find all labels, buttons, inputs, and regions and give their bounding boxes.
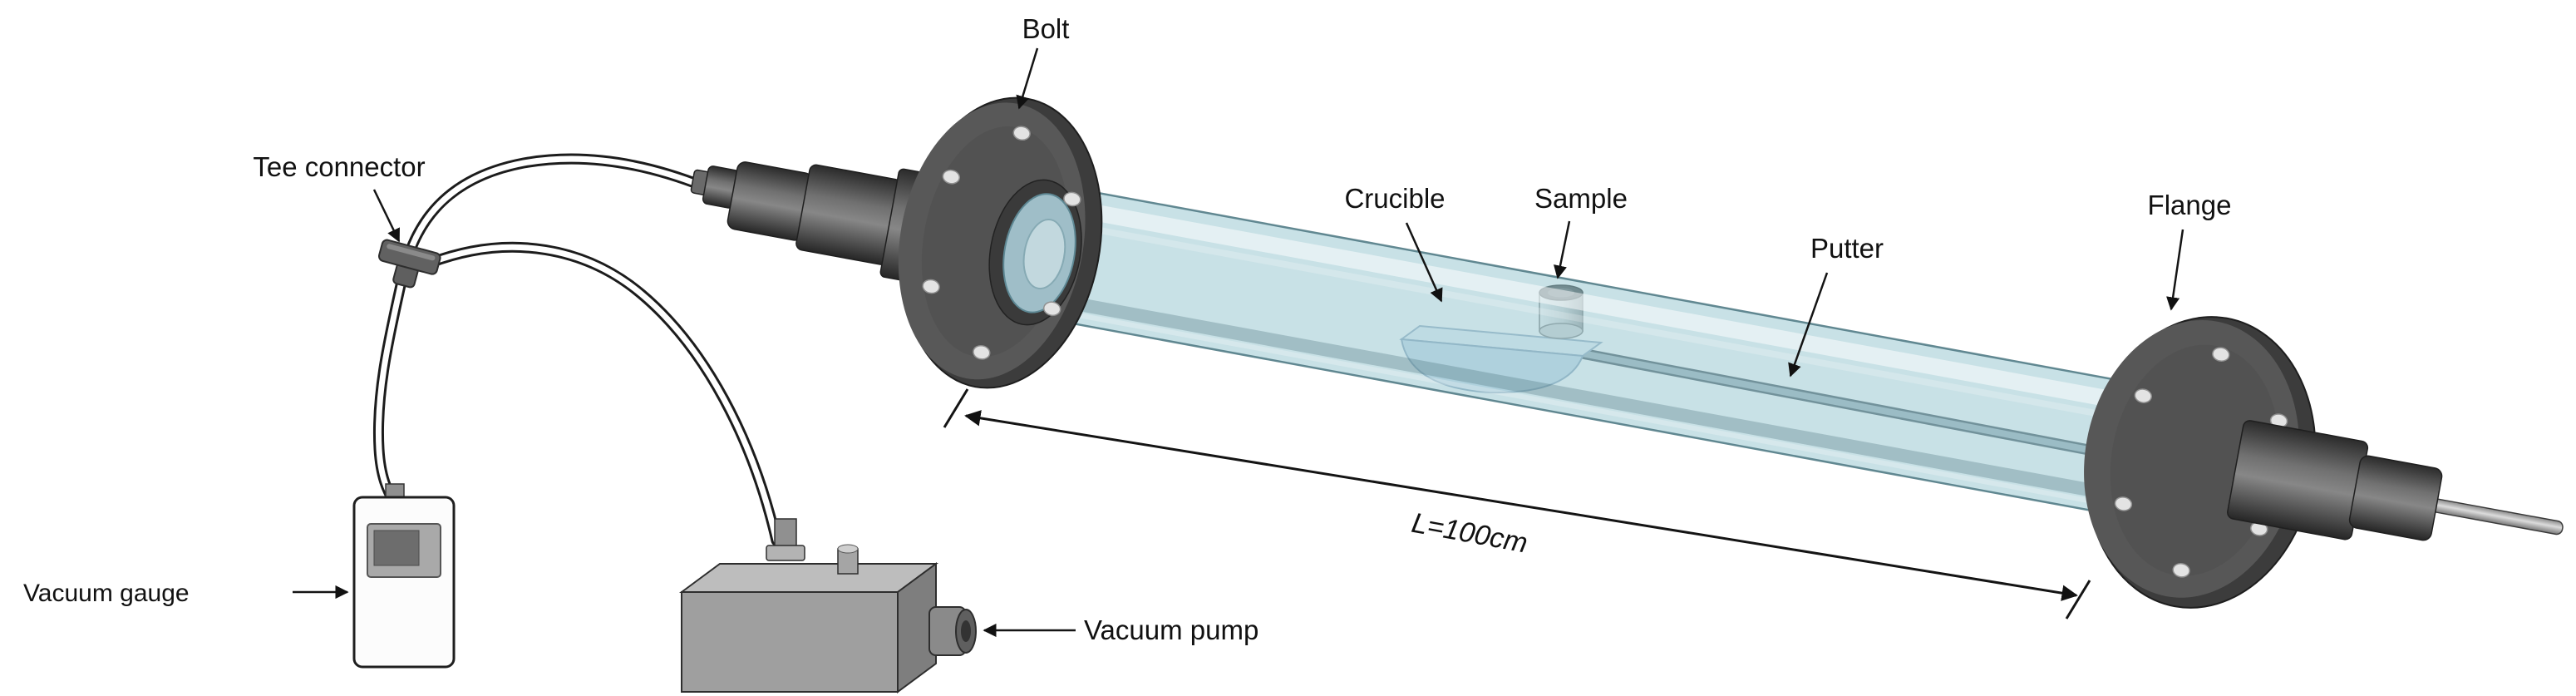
- tee-connector-label: Tee connector: [253, 151, 425, 182]
- dimension-arrow-line: [964, 410, 2078, 601]
- sample-label: Sample: [1534, 183, 1628, 214]
- pump-nozzle-bore: [961, 620, 971, 642]
- bolt-hole: [1042, 301, 1061, 317]
- dimension-tick-left: [943, 388, 969, 428]
- bolt-hole: [1063, 191, 1081, 207]
- bolt-hole: [1012, 126, 1031, 141]
- pump-top-face: [678, 563, 939, 593]
- pump-port-2-top: [837, 544, 859, 554]
- pump-front-face: [681, 591, 899, 693]
- hose-tee-to-endcap-inner: [406, 155, 707, 258]
- tee-connector-leader-arrow: [372, 189, 401, 243]
- sample-leader-arrow: [1553, 220, 1571, 279]
- crucible-label: Crucible: [1344, 183, 1445, 214]
- putter-leader-arrow: [1788, 272, 1829, 378]
- glass-tube-highlight-2: [1017, 212, 2192, 434]
- bolt-label: Bolt: [1022, 13, 1070, 44]
- right-end-cap: [2227, 420, 2564, 541]
- gauge-screen: [373, 530, 420, 566]
- bolt-hole: [2172, 563, 2190, 578]
- bolt-leader-arrow: [1016, 47, 1039, 110]
- bolt-hole: [922, 279, 940, 294]
- bolt-hole: [942, 169, 961, 185]
- glass-tube: [990, 178, 2207, 527]
- bolt-hole: [2134, 388, 2152, 403]
- flange-leader-arrow: [2166, 229, 2184, 311]
- hose-tee-to-pump-inner: [427, 244, 780, 544]
- putter-label: Putter: [1810, 233, 1884, 264]
- callout-labels: Bolt Tee connector Crucible Sample Putte…: [23, 13, 2231, 645]
- left-flange: [898, 96, 1103, 389]
- flange-label: Flange: [2148, 190, 2232, 220]
- bolt-hole: [2212, 347, 2230, 362]
- tee-highlight: [387, 244, 436, 261]
- vacuum-hoses: [372, 153, 782, 546]
- bolt-hole: [2114, 496, 2133, 511]
- gauge-body: [352, 496, 456, 669]
- vacuum-gauge-label: Vacuum gauge: [23, 580, 190, 607]
- left-flange-bore-inner: [1022, 218, 1066, 290]
- vacuum-pump-label: Vacuum pump: [1084, 615, 1258, 645]
- bolt-hole: [973, 344, 991, 360]
- tee-connector-fitting: [377, 239, 441, 289]
- right-endcap-segment-small: [2348, 455, 2443, 541]
- vacuum-gauge-device: [352, 483, 456, 669]
- dimension-tick-right: [2065, 580, 2091, 619]
- tube-length-label: L=100cm: [1409, 507, 1529, 560]
- vacuum-pump-device: [678, 518, 977, 694]
- hose-tee-to-pump: [425, 241, 782, 546]
- thermocouple-rod: [2429, 498, 2564, 536]
- crucible-leader-arrow: [1405, 222, 1443, 303]
- glass-tube-highlight: [1020, 192, 2195, 422]
- pump-inlet-nut: [766, 545, 805, 561]
